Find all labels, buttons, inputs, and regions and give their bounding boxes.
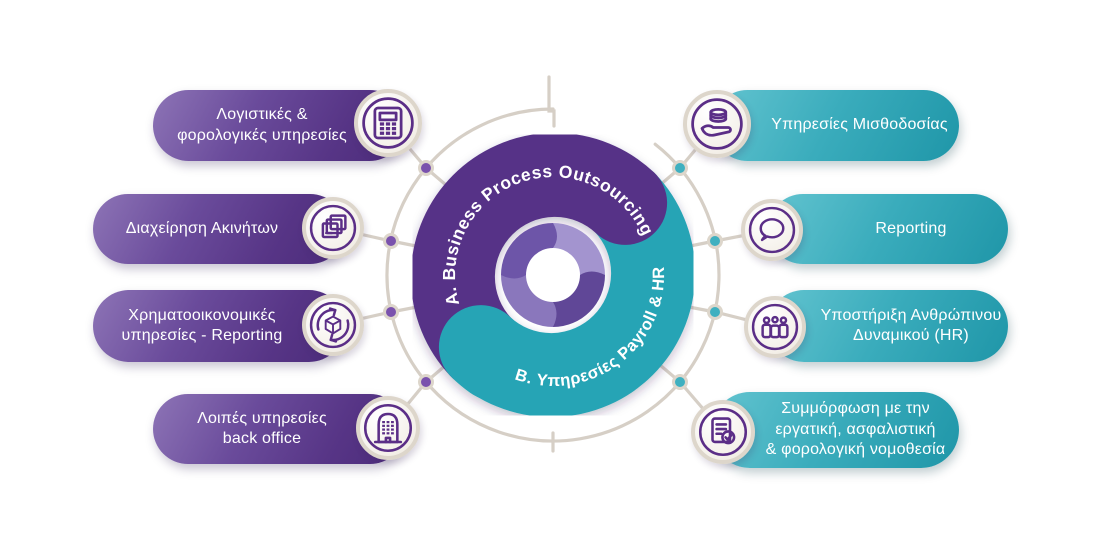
ring-dots	[383, 160, 723, 390]
ring-dot	[707, 233, 723, 249]
ring-dot	[707, 304, 723, 320]
ring-dot	[418, 374, 434, 390]
documents-icon	[302, 197, 364, 259]
service-pill-reporting: Reporting	[768, 194, 1008, 264]
document-check-icon	[691, 400, 755, 464]
calculator-icon	[354, 89, 422, 157]
pill-label: Διαχείρηση Ακινήτων	[125, 219, 279, 237]
donut-segment-a	[410, 132, 668, 390]
pill-label: Υπηρεσίες Μισθοδοσίας	[771, 116, 948, 134]
swirl-blades	[501, 223, 605, 327]
service-pill-payroll-services: Υπηρεσίες Μισθοδοσίας	[712, 90, 959, 161]
ring-dot	[383, 304, 399, 320]
service-pill-hr-support: Υποστήριξη Ανθρώπινου Δυναμικού (HR)	[768, 290, 1008, 362]
ring-dot	[418, 160, 434, 176]
pill-label: Λοιπές υπηρεσίες back office	[197, 409, 327, 447]
pill-label: Υποστήριξη Ανθρώπινου Δυναμικού (HR)	[820, 306, 1002, 344]
speech-bubble-icon	[741, 199, 803, 261]
pill-label: Reporting	[875, 219, 947, 237]
ring-dot	[672, 160, 688, 176]
coins-hand-icon	[683, 90, 751, 158]
ring-top-stub	[547, 75, 556, 128]
pill-label: Συμμόρφωση με την εργατική, ασφαλιστική …	[765, 400, 946, 459]
pill-label: Χρηματοοικονομικές υπηρεσίες - Reporting	[121, 306, 283, 344]
donut-segment-b-cap	[438, 305, 537, 401]
building-icon	[356, 396, 420, 460]
team-icon	[744, 296, 806, 358]
swirl-center-hole	[529, 251, 577, 299]
sync-cube-icon	[302, 294, 364, 356]
pill-label: Λογιστικές & φορολογικές υπηρεσίες	[177, 106, 347, 144]
ring-dot	[383, 233, 399, 249]
swirl-logo	[501, 223, 605, 327]
ring-dot	[672, 374, 688, 390]
